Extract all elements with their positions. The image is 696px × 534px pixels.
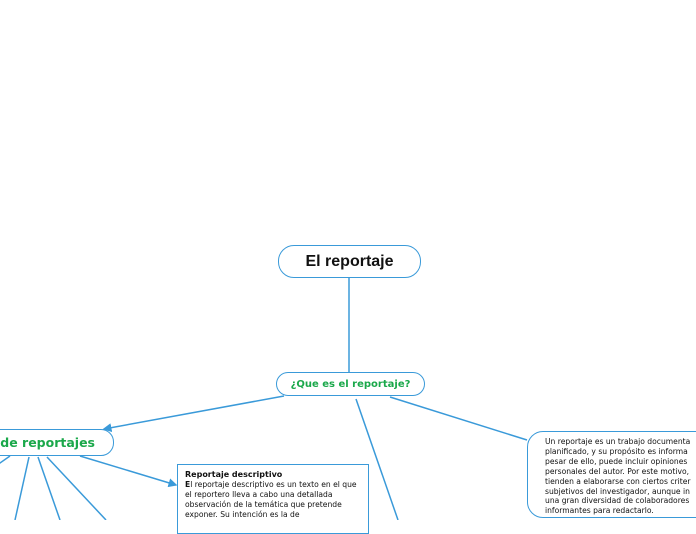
link-types-branch-2	[14, 456, 30, 520]
root-label: El reportaje	[305, 252, 394, 270]
definition-line: subjetivos del investigador, aunque in	[545, 486, 690, 496]
link-main-down	[355, 398, 399, 520]
definition-line: planificado, y su propósito es informa	[545, 446, 688, 456]
descriptive-note-title: Reportaje descriptivo	[185, 470, 283, 479]
types-topic-node[interactable]: s de reportajes	[0, 429, 114, 456]
definition-note[interactable]: Un reportaje es un trabajo documenta pla…	[527, 431, 696, 518]
main-topic-node[interactable]: ¿Que es el reportaje?	[276, 372, 425, 396]
definition-line: informantes para redactarlo.	[545, 506, 654, 516]
definition-line: personales del autor. Por este motivo,	[545, 466, 690, 476]
link-main-to-types	[102, 395, 285, 433]
descriptive-note-body: El reportaje descriptivo es un texto en …	[185, 480, 357, 519]
main-topic-label: ¿Que es el reportaje?	[290, 378, 411, 390]
link-types-to-descriptive	[79, 455, 178, 488]
definition-line: tienden a elaborarse con ciertos criter	[545, 476, 691, 486]
root-node[interactable]: El reportaje	[278, 245, 421, 278]
link-types-branch-4	[46, 456, 107, 520]
descriptive-note[interactable]: Reportaje descriptivo El reportaje descr…	[177, 464, 369, 534]
link-main-to-definition	[389, 396, 528, 441]
link-types-branch-1	[0, 455, 11, 464]
definition-line: pesar de ello, puede incluir opiniones	[545, 456, 688, 466]
connector-lines	[0, 278, 528, 520]
link-types-branch-3	[37, 456, 61, 520]
types-topic-label: s de reportajes	[0, 435, 95, 450]
definition-line: una gran diversidad de colaboradores	[545, 496, 690, 506]
definition-line: Un reportaje es un trabajo documenta	[545, 437, 691, 446]
